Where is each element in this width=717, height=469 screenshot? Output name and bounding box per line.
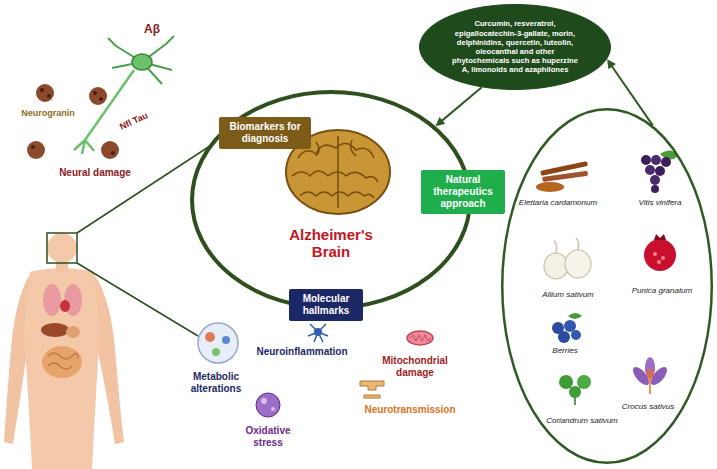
- plaque: [101, 141, 119, 159]
- hallmark-label: Neurotransmission: [363, 404, 456, 416]
- heart: [60, 300, 70, 312]
- hallmark-label: Metabolic alterations: [184, 371, 248, 395]
- focus-square: [47, 233, 77, 263]
- liver: [41, 323, 69, 337]
- berry: [571, 330, 581, 340]
- species-label: Allium sativum: [542, 290, 594, 300]
- plaque: [89, 87, 107, 105]
- biomarker-box: Biomarkers for diagnosis: [219, 117, 311, 149]
- dendrite: [108, 36, 174, 84]
- cinnamon-stick: [542, 171, 588, 182]
- neuron-illustration: [27, 36, 174, 159]
- grape: [650, 175, 660, 185]
- grape: [651, 155, 661, 165]
- phytochemical-list: Curcumin, resveratrol, epigallocatechin-…: [449, 19, 581, 74]
- biomarker-label: Aβ: [143, 22, 161, 36]
- arm: [94, 274, 124, 444]
- lung: [43, 284, 61, 316]
- neuroinflammation-icon: [314, 328, 322, 336]
- therapeutics-box: Natural therapeutics approach: [421, 170, 505, 214]
- hallmark-label: Oxidative stress: [237, 425, 299, 449]
- berry: [558, 331, 570, 343]
- biomarker-label: Nfl Tau: [117, 110, 151, 133]
- intestine-fold: [48, 353, 78, 369]
- species-label: Coriandrum sativum: [546, 416, 618, 426]
- species-label: Elettaria cardamonum: [519, 198, 597, 208]
- coriander-leaf: [577, 375, 591, 389]
- plant-sources-ellipse: Elettaria cardamonum Vitis viniferaAllium…: [501, 108, 713, 464]
- oxidative-dot: [261, 398, 267, 404]
- garlic-bulb: [544, 253, 568, 279]
- biomarker-label: Neurogranin: [20, 108, 76, 119]
- metabolic-icon: [198, 323, 238, 363]
- box-text: Biomarkers for diagnosis: [223, 121, 307, 145]
- plaque-dot: [99, 97, 103, 101]
- aril: [657, 260, 661, 264]
- plant-sources-ellipse-shape: [502, 109, 712, 463]
- head: [47, 233, 77, 263]
- plant-icons: [536, 150, 678, 405]
- metabolic-blob: [222, 336, 230, 344]
- berry-leaf: [568, 313, 582, 319]
- damage-label: Neural damage: [58, 167, 132, 179]
- oxidative-dot: [271, 407, 275, 411]
- metabolic-blob: [212, 348, 220, 356]
- aril: [653, 252, 657, 256]
- plaque-dot: [40, 88, 44, 92]
- species-label: Crocus sativus: [622, 402, 674, 412]
- grape: [645, 165, 655, 175]
- grape: [655, 166, 665, 176]
- pomegranate-crown: [654, 234, 666, 240]
- center-title: Alzheimer's Brain: [275, 226, 387, 260]
- hallmark-label: Neuroinflammation: [255, 346, 348, 358]
- plaque-dot: [47, 94, 51, 98]
- aril: [661, 256, 665, 260]
- grape: [641, 155, 651, 165]
- torso: [24, 268, 100, 469]
- oxidative-icon: [256, 393, 280, 417]
- plaque-dot: [93, 91, 97, 95]
- species-label: Punica granatum: [632, 286, 692, 296]
- phytochemical-ellipse: Curcumin, resveratrol, epigallocatechin-…: [419, 4, 611, 90]
- connector-arrow: [611, 65, 653, 125]
- arrowhead: [435, 117, 445, 126]
- intestine: [42, 346, 82, 378]
- box-text: Molecular hallmarks: [293, 293, 359, 317]
- arrowhead: [607, 59, 616, 69]
- coriander-leaf: [569, 386, 581, 398]
- box-text: Natural therapeutics approach: [425, 174, 501, 210]
- berry: [564, 320, 576, 332]
- human-figure: [4, 142, 216, 469]
- plaque: [27, 141, 45, 159]
- synapse-icon: [360, 381, 384, 390]
- metabolic-blob: [205, 332, 215, 342]
- garlic-stem: [554, 238, 579, 253]
- species-label: Berries: [552, 346, 577, 356]
- pomegranate: [644, 239, 676, 271]
- garlic-bulb: [565, 250, 591, 278]
- plaque-dot: [111, 151, 115, 155]
- plaque: [36, 84, 54, 102]
- coriander-leaf: [559, 375, 573, 389]
- axon: [74, 70, 134, 154]
- hallmark-label: Mitochondrial damage: [376, 355, 454, 379]
- grape: [651, 185, 659, 193]
- plaque-dot: [31, 145, 35, 149]
- species-label: Vitis vinifera: [639, 198, 682, 208]
- hallmarks-box: Molecular hallmarks: [289, 289, 363, 321]
- mitochondria-cristae: [410, 335, 431, 341]
- crocus-stamen: [646, 368, 654, 394]
- stomach: [66, 326, 80, 338]
- grape: [661, 157, 671, 167]
- synapse-icon: [364, 395, 380, 398]
- neuroinflammation-icon: [308, 324, 328, 342]
- leader-line: [77, 263, 198, 336]
- phytochemical-ellipse-shape: [420, 5, 611, 90]
- cinnamon-powder: [536, 182, 564, 192]
- cell-body: [132, 54, 152, 70]
- mitochondria-icon: [407, 331, 433, 345]
- connector-arrow: [441, 87, 482, 121]
